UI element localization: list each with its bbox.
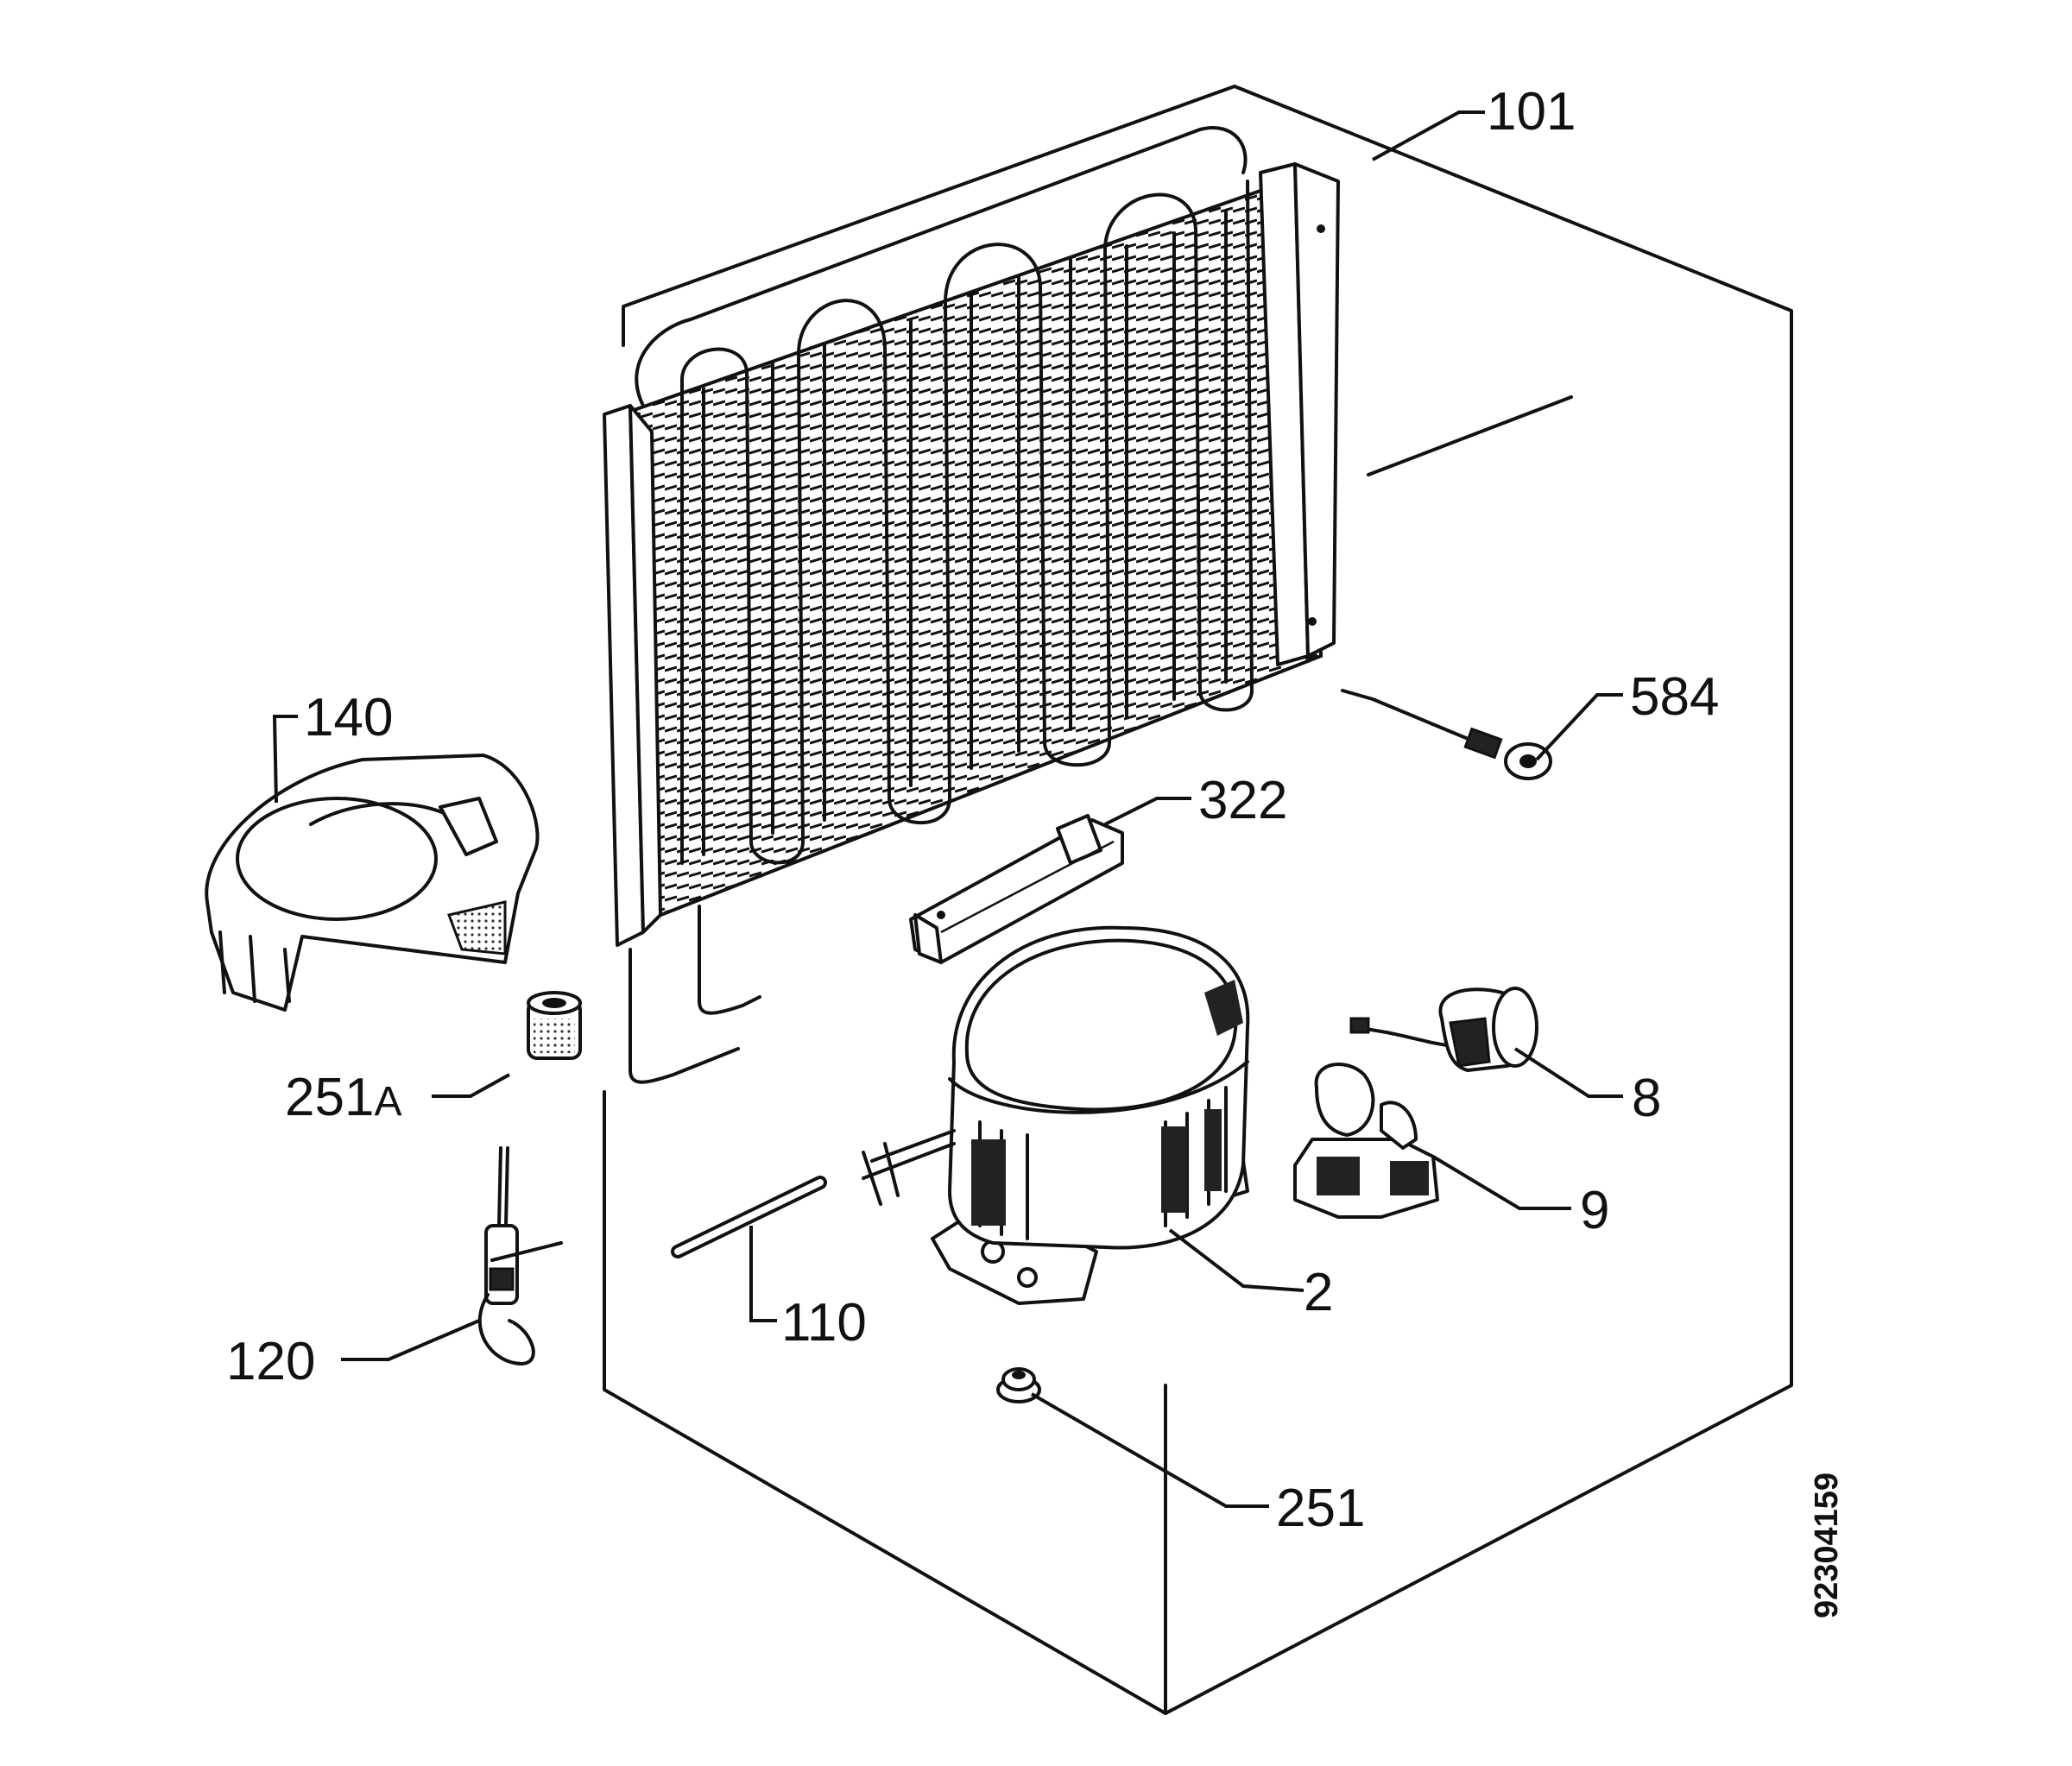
- callout-120: 120: [226, 1332, 315, 1391]
- callout-584: 584: [1630, 667, 1719, 727]
- cabinet-outline: [603, 85, 1793, 1715]
- callout-251A-suffix: A: [374, 1079, 401, 1125]
- part-110-tube: [671, 1176, 827, 1258]
- callout-labels: 101 584 322 140 251A 8 9 2 110 120 251 9…: [226, 82, 1845, 1618]
- callout-101: 101: [1487, 82, 1576, 142]
- condenser-tubes: [680, 180, 1254, 865]
- part-120-drier: [477, 1146, 563, 1365]
- part-584: [1341, 689, 1552, 780]
- part-251-grommet: [996, 1367, 1041, 1403]
- callout-9: 9: [1580, 1181, 1609, 1240]
- drip-tray-part-140: [205, 754, 540, 1012]
- document-number: 92304159: [1809, 1473, 1845, 1618]
- callout-322: 322: [1198, 771, 1287, 830]
- callout-140: 140: [304, 688, 393, 747]
- callout-251A-number: 251: [285, 1068, 374, 1127]
- part-9-starter: [1293, 1063, 1439, 1219]
- callout-251: 251: [1276, 1479, 1365, 1538]
- callout-2: 2: [1304, 1263, 1333, 1322]
- compressor-part-2: [862, 925, 1250, 1305]
- callout-8: 8: [1632, 1069, 1661, 1128]
- condenser-part-101: [603, 126, 1340, 1084]
- callout-251A: 251A: [285, 1068, 401, 1127]
- compressor-shading: [971, 980, 1243, 1240]
- part-251A-sleeve: [527, 991, 582, 1060]
- part-8-relay: [1349, 987, 1538, 1072]
- callout-110: 110: [781, 1293, 867, 1353]
- leader-lines: [272, 110, 1623, 1508]
- part-322-bracket: [909, 814, 1124, 964]
